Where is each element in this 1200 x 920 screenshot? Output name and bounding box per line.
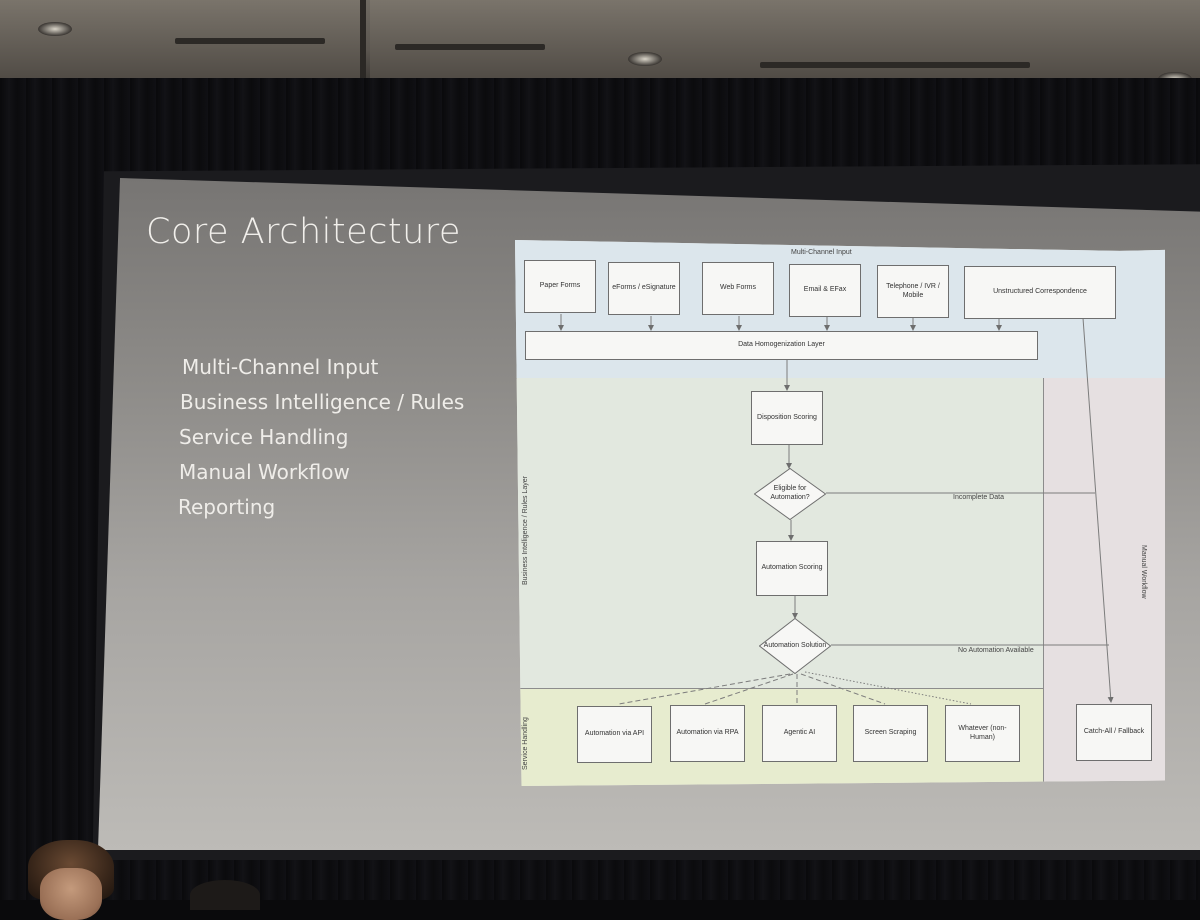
service-screen-scraping: Screen Scraping [853,705,928,762]
channel-email-efax: Email & EFax [789,264,861,317]
automation-scoring: Automation Scoring [756,541,828,596]
channel-eforms: eForms / eSignature [608,262,680,315]
zone-label-input: Multi-Channel Input [791,249,852,256]
bullet-item: Service Handling [179,425,349,449]
ceiling-light [38,22,72,36]
decision-diamond-outline [754,468,826,520]
bullet-item: Multi-Channel Input [182,355,379,379]
no-automation-label: No Automation Available [958,647,1034,654]
data-homogenization-layer: Data Homogenization Layer [525,331,1038,360]
bullet-item: Reporting [178,495,276,519]
service-automation-rpa: Automation via RPA [670,705,745,762]
incomplete-data-label: Incomplete Data [953,494,1004,501]
automation-solution-decision: Automation Solution [759,618,831,674]
ceiling-vent [395,44,545,50]
ceiling-panel-right [370,0,1200,82]
ceiling-vent [175,38,325,44]
decision-label: Eligible for Automation? [770,485,810,501]
decision-diamond-outline [759,618,831,674]
architecture-diagram: Multi-Channel Input Business Intelligenc… [515,240,1165,786]
channel-unstructured-correspondence: Unstructured Correspondence [964,266,1116,319]
service-agentic-ai: Agentic AI [762,705,837,762]
zone-label-manual: Manual Workflow [1140,545,1147,599]
eligible-for-automation-decision: Eligible for Automation? [754,468,826,520]
slide-bullet-list: Multi-Channel Input Business Intelligenc… [178,350,464,525]
ceiling-vent [760,62,1030,68]
ceiling-seam [360,0,366,82]
bullet-item: Business Intelligence / Rules [180,390,465,414]
audience-member-head [28,840,114,920]
slide-title: Core Architecture [146,212,461,252]
zone-label-service: Service Handling [522,717,529,770]
ceiling [0,0,1200,86]
channel-paper-forms: Paper Forms [524,260,596,313]
zone-label-bi: Business Intelligence / Rules Layer [522,476,529,585]
service-whatever-non-human: Whatever (non-Human) [945,705,1020,762]
channel-web-forms: Web Forms [702,262,774,315]
channel-telephone-ivr-mobile: Telephone / IVR / Mobile [877,265,949,318]
ceiling-light [628,52,662,66]
audience-face [40,868,102,920]
catch-all-fallback: Catch-All / Fallback [1076,704,1152,761]
service-automation-api: Automation via API [577,706,652,763]
decision-label: Automation Solution [763,641,827,649]
bullet-item: Manual Workflow [179,460,350,484]
disposition-scoring: Disposition Scoring [751,391,823,445]
audience-member-head [190,880,260,910]
